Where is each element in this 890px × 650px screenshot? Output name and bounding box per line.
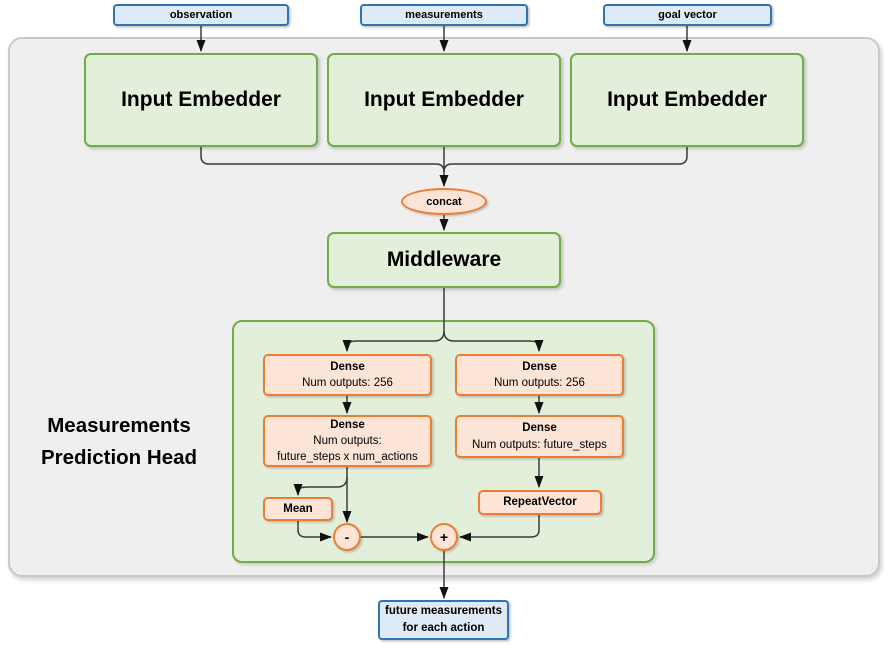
arrow-branch-to-mean [293, 476, 348, 496]
input-embedder-2: Input Embedder [327, 53, 561, 147]
mean-box: Mean [263, 497, 333, 521]
merge-line-right [443, 147, 688, 173]
plus-op: + [430, 523, 458, 551]
minus-op-label: - [344, 529, 350, 545]
input-embedder-1-label: Input Embedder [121, 88, 281, 111]
left-dense-1-subtitle: Num outputs: 256 [302, 377, 393, 389]
left-dense-2-title: Dense [330, 418, 365, 431]
input-box-observation-label: observation [169, 9, 233, 21]
right-dense-1: Dense Num outputs: 256 [455, 354, 624, 396]
arrow-repeatvector-to-plus [459, 515, 540, 542]
right-dense-2-title: Dense [522, 422, 557, 435]
arrow-mean-to-minus [297, 520, 332, 542]
right-dense-2: Dense Num outputs: future_steps [455, 415, 624, 458]
left-dense-2-subtitle-1: Num outputs: [313, 434, 382, 447]
left-dense-2: Dense Num outputs: future_steps x num_ac… [263, 415, 432, 467]
input-embedder-2-label: Input Embedder [364, 88, 524, 111]
head-title-line2: Prediction Head [40, 445, 198, 469]
input-box-goal-vector-label: goal vector [658, 9, 717, 21]
mean-label: Mean [283, 502, 313, 515]
right-dense-1-subtitle: Num outputs: 256 [494, 377, 585, 389]
merge-line-left [200, 147, 445, 173]
input-box-observation: observation [113, 4, 289, 26]
input-box-measurements: measurements [360, 4, 528, 26]
output-box-line1: future measurements [385, 605, 502, 618]
input-embedder-3-label: Input Embedder [607, 88, 767, 111]
right-dense-2-subtitle: Num outputs: future_steps [472, 438, 607, 451]
concat-label: concat [426, 195, 462, 208]
input-embedder-1: Input Embedder [84, 53, 318, 147]
left-dense-1-title: Dense [330, 360, 365, 373]
input-box-goal-vector: goal vector [603, 4, 772, 26]
left-dense-1: Dense Num outputs: 256 [263, 354, 432, 396]
middleware-box: Middleware [327, 232, 561, 288]
output-box: future measurements for each action [378, 600, 509, 640]
input-embedder-3: Input Embedder [570, 53, 804, 147]
head-title-line1: Measurements [47, 414, 191, 437]
repeat-vector-box: RepeatVector [478, 490, 602, 515]
repeat-vector-label: RepeatVector [503, 496, 577, 509]
input-box-measurements-label: measurements [405, 9, 483, 21]
concat-op: concat [401, 188, 487, 215]
arrow-middleware-split-right [443, 330, 544, 352]
head-title: Measurements Prediction Head [14, 410, 224, 474]
arrow-middleware-split-left [342, 288, 445, 352]
plus-op-label: + [439, 529, 449, 545]
right-dense-1-title: Dense [522, 360, 557, 373]
minus-op: - [333, 523, 361, 551]
left-dense-2-subtitle-2: future_steps x num_actions [277, 451, 418, 464]
output-box-line2: for each action [402, 622, 485, 634]
middleware-label: Middleware [386, 248, 502, 271]
